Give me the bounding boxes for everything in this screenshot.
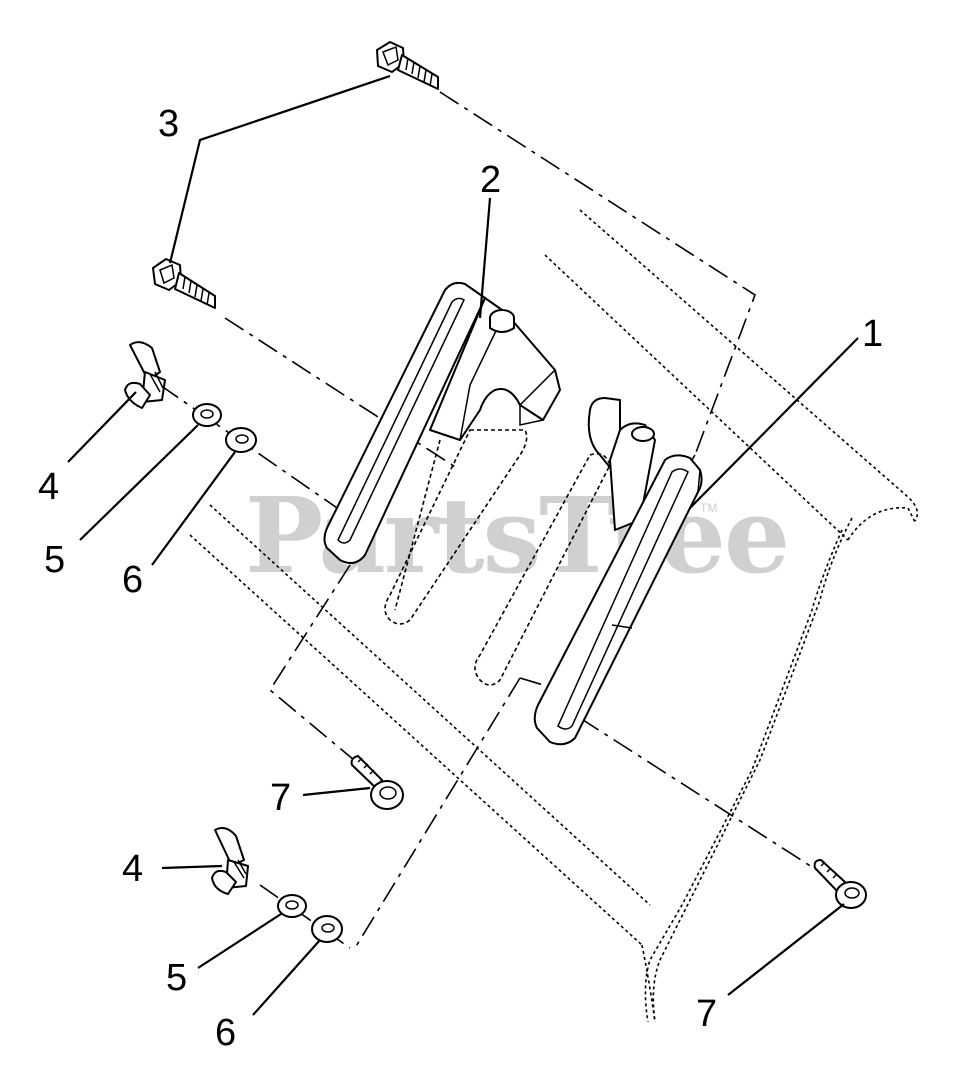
flat-washer-lower: [311, 915, 343, 943]
leader-5-lower: [197, 913, 282, 969]
callout-6-lower: 6: [215, 1012, 236, 1054]
leader-lines: [67, 74, 859, 1016]
callout-5-lower: 5: [166, 957, 187, 999]
line-lower-right: [519, 677, 841, 886]
callout-7-lower: 7: [696, 993, 717, 1035]
flat-washer-upper: [225, 427, 257, 453]
panel-bottom-right: [641, 944, 656, 1023]
lock-washer-lower: [277, 894, 307, 918]
panel-right-edge-inner: [644, 529, 843, 1023]
callout-4-upper: 4: [38, 466, 59, 508]
callout-labels: 1 2 3 4 5 6 7 4 5 6 7: [38, 103, 883, 1054]
leader-1: [689, 337, 859, 509]
lock-washer-upper: [192, 403, 222, 427]
leader-3: [168, 74, 391, 264]
callout-1: 1: [862, 313, 883, 355]
callout-4-lower: 4: [122, 848, 143, 890]
wing-nut-lower: [211, 827, 249, 895]
leader-5-upper: [79, 424, 199, 541]
leader-2: [478, 197, 492, 319]
panel-right-edge-outer: [652, 517, 853, 1023]
bracket-left-hidden-slot: [384, 429, 528, 625]
leader-6-lower: [252, 939, 321, 1016]
bracket-left: [323, 281, 561, 625]
line-lower-left: [268, 564, 361, 766]
bolt-lower: [152, 258, 216, 309]
bracket-left-slot: [337, 297, 465, 544]
callout-7-upper: 7: [270, 777, 291, 819]
wing-nut-upper: [124, 341, 166, 409]
panel-curve-right: [847, 507, 916, 541]
panel-outline: [189, 209, 919, 1023]
leader-4-upper: [67, 391, 137, 463]
callout-6-upper: 6: [122, 559, 143, 601]
bolt-upper: [376, 41, 439, 90]
callout-2: 2: [480, 159, 501, 201]
line-upper-bolt: [439, 91, 756, 456]
bolt-small-lower: [813, 859, 867, 909]
line-left-bolt: [224, 317, 461, 471]
bracket-right-pin: [631, 426, 655, 442]
leader-7-lower: [727, 903, 845, 996]
callout-5-upper: 5: [44, 539, 65, 581]
leader-6-upper: [151, 451, 236, 566]
callout-3: 3: [158, 103, 179, 145]
bracket-left-body: [323, 281, 486, 565]
bracket-left-flange: [429, 297, 561, 441]
bracket-right: [474, 397, 703, 746]
leader-7-upper: [302, 786, 371, 797]
bracket-right-body: [533, 454, 703, 746]
line-center-diagonal: [354, 677, 521, 949]
bolt-small-upper: [350, 755, 404, 810]
leader-4-lower: [161, 864, 223, 870]
watermark-tm: TM: [700, 501, 717, 515]
bracket-right-slot: [557, 468, 689, 730]
